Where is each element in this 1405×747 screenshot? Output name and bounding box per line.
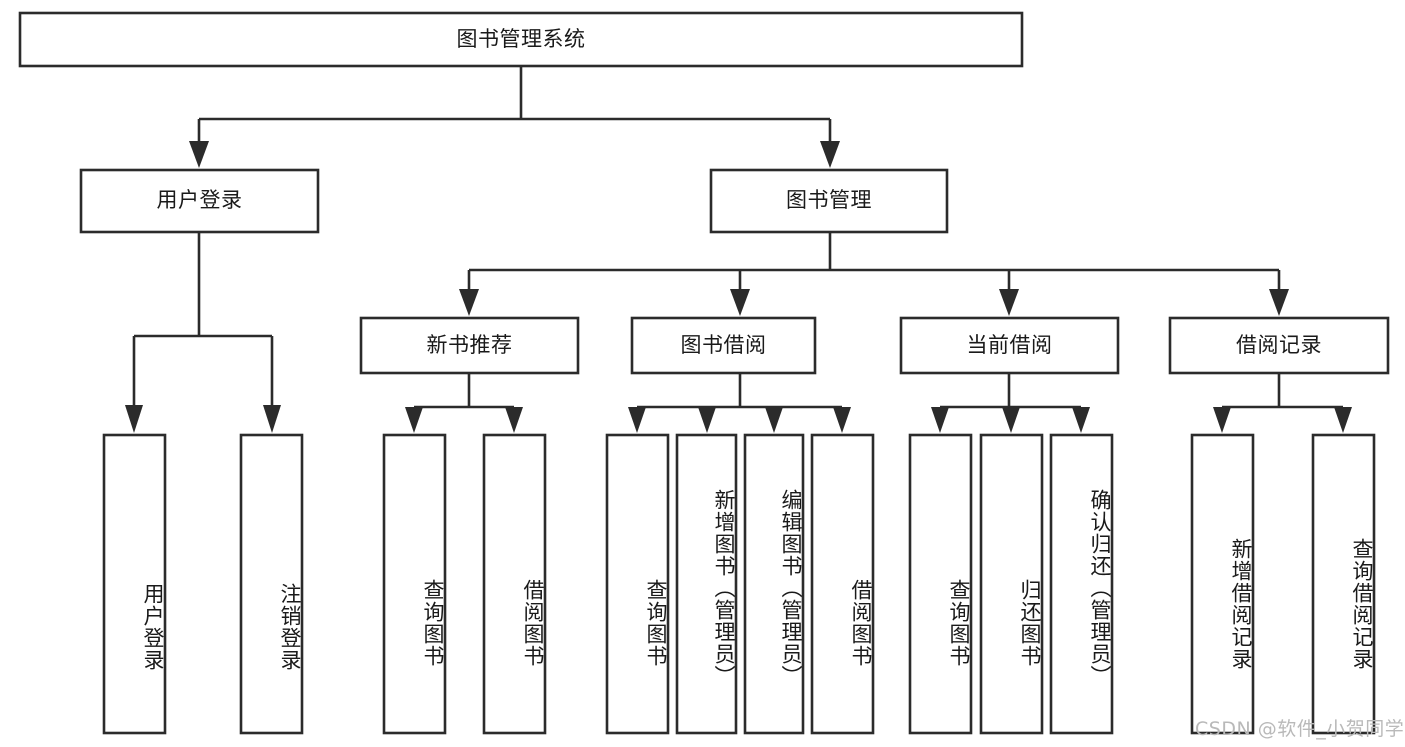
node-box-book-borrow[interactable] [630, 316, 817, 375]
node-box-root[interactable] [18, 11, 1024, 68]
arrowhead-leaf-new-book-1 [405, 407, 423, 433]
leaf-box-book-borrow-2[interactable] [675, 433, 738, 735]
arrowhead-leaf-user-login-2 [263, 405, 281, 433]
leaf-box-current-borrow-2[interactable] [979, 433, 1044, 735]
leaf-box-book-borrow-3[interactable] [743, 433, 805, 735]
arrowhead-book-management [820, 141, 840, 168]
leaf-box-book-borrow-4[interactable] [810, 433, 875, 735]
arrowhead-book-borrow [730, 289, 750, 316]
leaf-box-book-borrow-1[interactable] [605, 433, 670, 735]
arrowhead-leaf-current-borrow-2 [1002, 407, 1020, 433]
node-box-user-login[interactable] [79, 168, 320, 234]
arrowhead-current-borrow [999, 289, 1019, 316]
leaf-box-current-borrow-3[interactable] [1049, 433, 1114, 735]
leaf-box-borrow-record-1[interactable] [1190, 433, 1255, 735]
arrowhead-leaf-user-login-1 [125, 405, 143, 433]
arrowhead-leaf-borrow-record-2 [1334, 407, 1352, 433]
leaf-box-user-login-1[interactable] [102, 433, 167, 735]
arrowhead-new-book [459, 289, 479, 316]
leaf-box-current-borrow-1[interactable] [908, 433, 973, 735]
arrowhead-leaf-book-borrow-4 [833, 407, 851, 433]
leaf-box-new-book-1[interactable] [382, 433, 447, 735]
node-box-book-management[interactable] [709, 168, 949, 234]
arrowhead-borrow-record [1269, 289, 1289, 316]
arrowhead-leaf-current-borrow-1 [931, 407, 949, 433]
leaf-box-borrow-record-2[interactable] [1311, 433, 1376, 735]
arrowhead-leaf-current-borrow-3 [1072, 407, 1090, 433]
node-box-new-book-recommend[interactable] [359, 316, 580, 375]
arrowhead-leaf-book-borrow-1 [628, 407, 646, 433]
node-box-borrow-record[interactable] [1168, 316, 1390, 375]
arrowhead-leaf-new-book-2 [505, 407, 523, 433]
arrowhead-leaf-book-borrow-3 [765, 407, 783, 433]
leaf-box-new-book-2[interactable] [482, 433, 547, 735]
arrowhead-user-login [189, 141, 209, 168]
node-box-current-borrow[interactable] [899, 316, 1120, 375]
leaf-box-user-login-2[interactable] [239, 433, 304, 735]
arrowhead-leaf-borrow-record-1 [1213, 407, 1231, 433]
arrowhead-leaf-book-borrow-2 [698, 407, 716, 433]
